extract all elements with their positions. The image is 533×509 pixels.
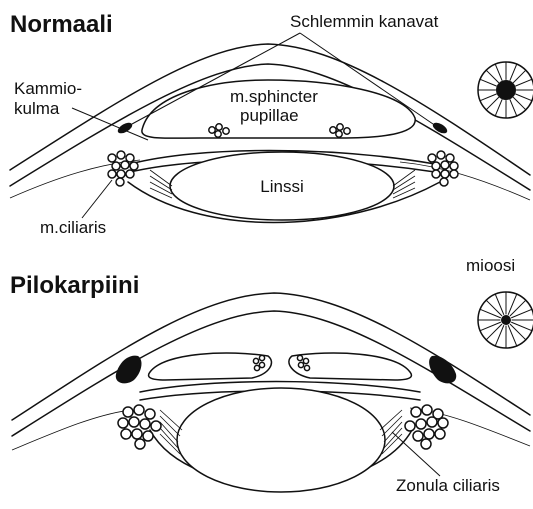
schlemm-canal-right-b [429, 356, 456, 384]
sclera-line-right [400, 162, 530, 200]
pupil-icon-miosis [478, 292, 533, 348]
schlemm-canal-right [431, 121, 449, 136]
pilocarpine-panel: Pilokarpiini mioosi [10, 256, 533, 495]
ciliary-label: m.ciliaris [40, 218, 106, 237]
normal-panel: Normaali Linssi [10, 11, 533, 237]
ciliary-muscle-left-b [118, 405, 161, 449]
sphincter-label-line2: pupillae [240, 106, 299, 125]
sclera-line-b-left [12, 410, 130, 450]
pupil-icon-normal [478, 62, 533, 118]
schlemm-canal-left-b [116, 356, 142, 384]
lens-b [177, 388, 385, 492]
ciliary-muscle-right [428, 151, 458, 186]
angle-label-line2: kulma [14, 99, 60, 118]
ciliary-pointer [82, 180, 112, 218]
sphincter-label-line1: m.sphincter [230, 87, 318, 106]
schlemm-label: Schlemmin kanavat [290, 12, 439, 31]
iris-left-b [149, 353, 272, 380]
pupil-dot [496, 80, 516, 100]
zonula-label: Zonula ciliaris [396, 476, 500, 495]
ciliary-muscle-left [108, 151, 138, 186]
lens-label: Linssi [260, 177, 303, 196]
pupil-dot-miosis [501, 315, 511, 325]
ciliary-muscle-right-b [405, 405, 448, 449]
normal-title: Normaali [10, 11, 113, 38]
angle-label-line1: Kammio- [14, 79, 82, 98]
miosis-label: mioosi [466, 256, 515, 275]
zonule-fibers-right [393, 170, 415, 198]
zonule-fibers-left [150, 170, 172, 198]
pilocarpine-title: Pilokarpiini [10, 272, 139, 299]
